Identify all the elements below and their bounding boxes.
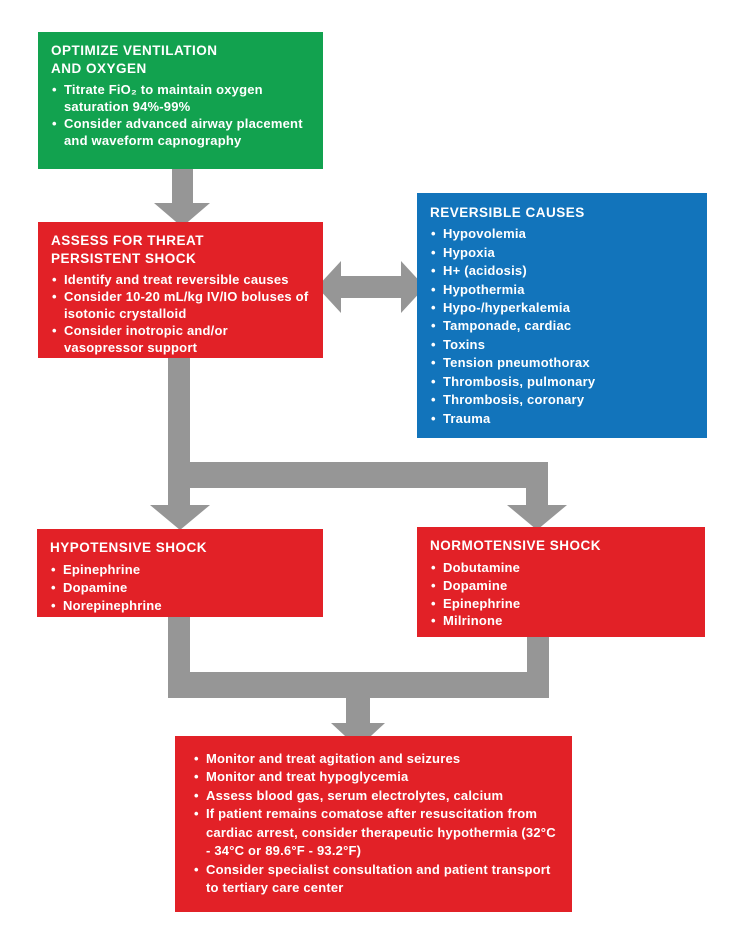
reversible-causes-bullets: Hypovolemia Hypoxia H+ (acidosis) Hypoth… [430, 225, 695, 428]
bullet-item: Titrate FiO₂ to maintain oxygen saturati… [51, 81, 311, 115]
bullet-item: H+ (acidosis) [430, 262, 695, 281]
assess-persistent-shock-bullets: Identify and treat reversible causes Con… [51, 271, 311, 357]
bullet-item: Dobutamine [430, 559, 693, 577]
reversible-causes-title: REVERSIBLE CAUSES [430, 205, 585, 220]
bullet-item: Monitor and treat agitation and seizures [193, 750, 558, 769]
bullet-item: Assess blood gas, serum electrolytes, ca… [193, 787, 558, 806]
post-resuscitation-care-box: Monitor and treat agitation and seizures… [175, 736, 572, 912]
hypotensive-shock-box: HYPOTENSIVE SHOCK Epinephrine Dopamine N… [37, 529, 323, 617]
hypotensive-shock-bullets: Epinephrine Dopamine Norepinephrine [50, 561, 311, 615]
arrow-assess-reversible-bidirectional-icon [317, 261, 425, 313]
post-resuscitation-care-bullets: Monitor and treat agitation and seizures… [193, 750, 558, 898]
bullet-item: Epinephrine [430, 595, 693, 613]
assess-persistent-shock-box: ASSESS FOR THREAT PERSISTENT SHOCK Ident… [38, 222, 323, 358]
bullet-item: Hypovolemia [430, 225, 695, 244]
bullet-item: Thrombosis, coronary [430, 391, 695, 410]
hypotensive-shock-title: HYPOTENSIVE SHOCK [50, 540, 208, 555]
normotensive-shock-title: NORMOTENSIVE SHOCK [430, 538, 602, 553]
bullet-item: If patient remains comatose after resusc… [193, 805, 558, 860]
reversible-causes-box: REVERSIBLE CAUSES Hypovolemia Hypoxia H+… [417, 193, 707, 438]
bullet-item: Trauma [430, 410, 695, 429]
bullet-item: Hypothermia [430, 281, 695, 300]
bullet-item: Tension pneumothorax [430, 354, 695, 373]
normotensive-shock-box: NORMOTENSIVE SHOCK Dobutamine Dopamine E… [417, 527, 705, 637]
bullet-item: Identify and treat reversible causes [51, 271, 311, 288]
bullet-item: Dopamine [50, 579, 311, 597]
bullet-item: Tamponade, cardiac [430, 317, 695, 336]
bullet-item: Thrombosis, pulmonary [430, 373, 695, 392]
bullet-item: Hypoxia [430, 244, 695, 263]
bullet-item: Monitor and treat hypoglycemia [193, 768, 558, 787]
optimize-ventilation-box: OPTIMIZE VENTILATION AND OXYGEN Titrate … [38, 32, 323, 169]
normotensive-shock-bullets: Dobutamine Dopamine Epinephrine Milrinon… [430, 559, 693, 631]
bullet-item: Dopamine [430, 577, 693, 595]
bullet-item: Consider advanced airway placement and w… [51, 115, 311, 149]
bullet-item: Epinephrine [50, 561, 311, 579]
bullet-item: Milrinone [430, 612, 693, 630]
bullet-item: Toxins [430, 336, 695, 355]
arrow-optimize-to-assess-icon [154, 168, 210, 227]
bullet-item: Hypo-/hyperkalemia [430, 299, 695, 318]
optimize-ventilation-bullets: Titrate FiO₂ to maintain oxygen saturati… [51, 81, 311, 150]
assess-persistent-shock-title: ASSESS FOR THREAT PERSISTENT SHOCK [51, 233, 205, 266]
bullet-item: Consider inotropic and/or vasopressor su… [51, 322, 311, 356]
bullet-item: Consider specialist consultation and pat… [193, 861, 558, 898]
bullet-item: Norepinephrine [50, 597, 311, 615]
bullet-item: Consider 10-20 mL/kg IV/IO boluses of is… [51, 288, 311, 322]
optimize-ventilation-title: OPTIMIZE VENTILATION AND OXYGEN [51, 43, 218, 76]
